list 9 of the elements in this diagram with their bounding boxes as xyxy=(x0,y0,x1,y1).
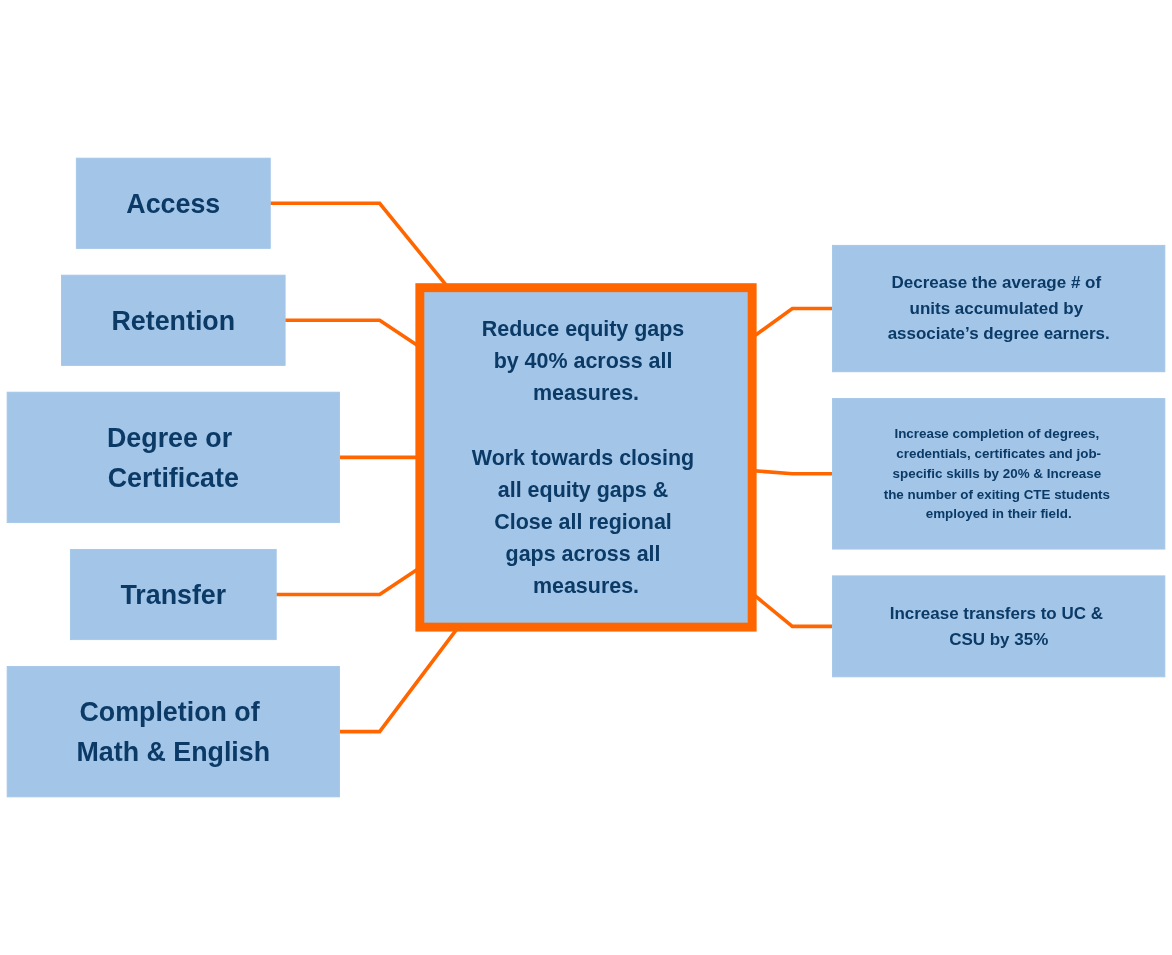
node-box: Access xyxy=(75,157,271,249)
node-box: Retention xyxy=(61,274,286,366)
node-box: Reduce equity gaps by 40% across all measures. Work towards closing all equity gaps & Close all regional gaps across all measures. xyxy=(415,283,757,632)
node-box: Increase transfers to UC & CSU by 35% xyxy=(832,575,1166,678)
node-box: Transfer xyxy=(69,548,277,641)
node-box: Degree or Certificate xyxy=(6,391,340,524)
node-box: Completion of Math & English xyxy=(6,666,340,798)
node-box: Decrease the average # of units accumulated by associate’s degree earners. xyxy=(832,244,1166,373)
node-box: Increase completion of degrees, credentials, certificates and job-specific skills by 20% & Increase the number of exiting CTE students employed in their field. xyxy=(832,398,1166,550)
